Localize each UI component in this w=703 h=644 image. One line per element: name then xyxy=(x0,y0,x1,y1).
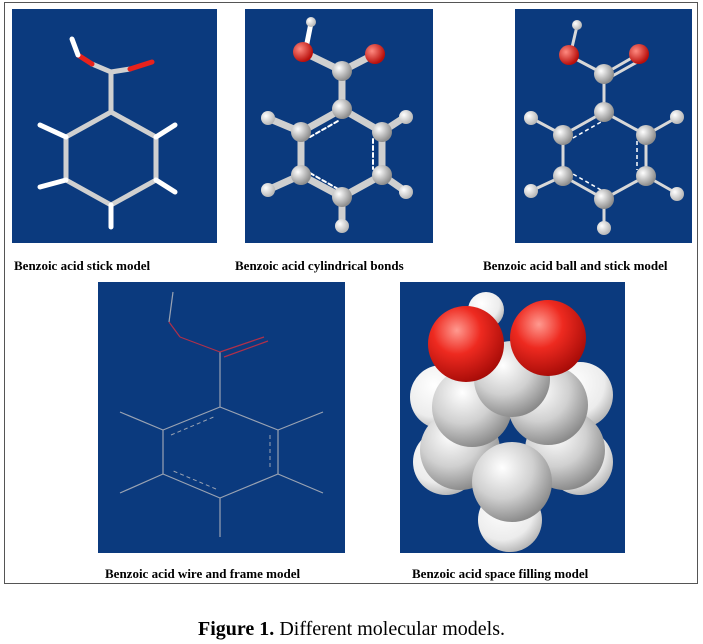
cylindrical-bonds-panel xyxy=(245,9,433,243)
stick-model-panel xyxy=(12,9,217,243)
wire-frame-caption: Benzoic acid wire and frame model xyxy=(105,566,301,581)
ball-stick-panel xyxy=(515,9,692,243)
space-filling-panel xyxy=(400,282,625,553)
ball-stick-caption: Benzoic acid ball and stick model xyxy=(483,258,668,273)
stick-model-caption: Benzoic acid stick model xyxy=(14,258,151,273)
cylindrical-bonds-caption: Benzoic acid cylindrical bonds xyxy=(235,258,404,273)
figure-caption-text: Different molecular models. xyxy=(274,618,505,640)
figure-caption: Figure 1. Different molecular models. xyxy=(0,618,703,641)
wire-frame-svg xyxy=(119,291,324,537)
space-filling-svg xyxy=(410,292,613,552)
figure-frame: Benzoic acid stick model xyxy=(4,2,698,584)
wire-frame-panel xyxy=(98,282,345,553)
ball-stick-svg xyxy=(524,20,684,235)
figure-label: Figure 1. xyxy=(198,618,275,640)
space-filling-caption: Benzoic acid space filling model xyxy=(412,566,589,581)
stick-model-svg xyxy=(37,36,178,230)
cylindrical-bonds-svg xyxy=(261,17,413,233)
